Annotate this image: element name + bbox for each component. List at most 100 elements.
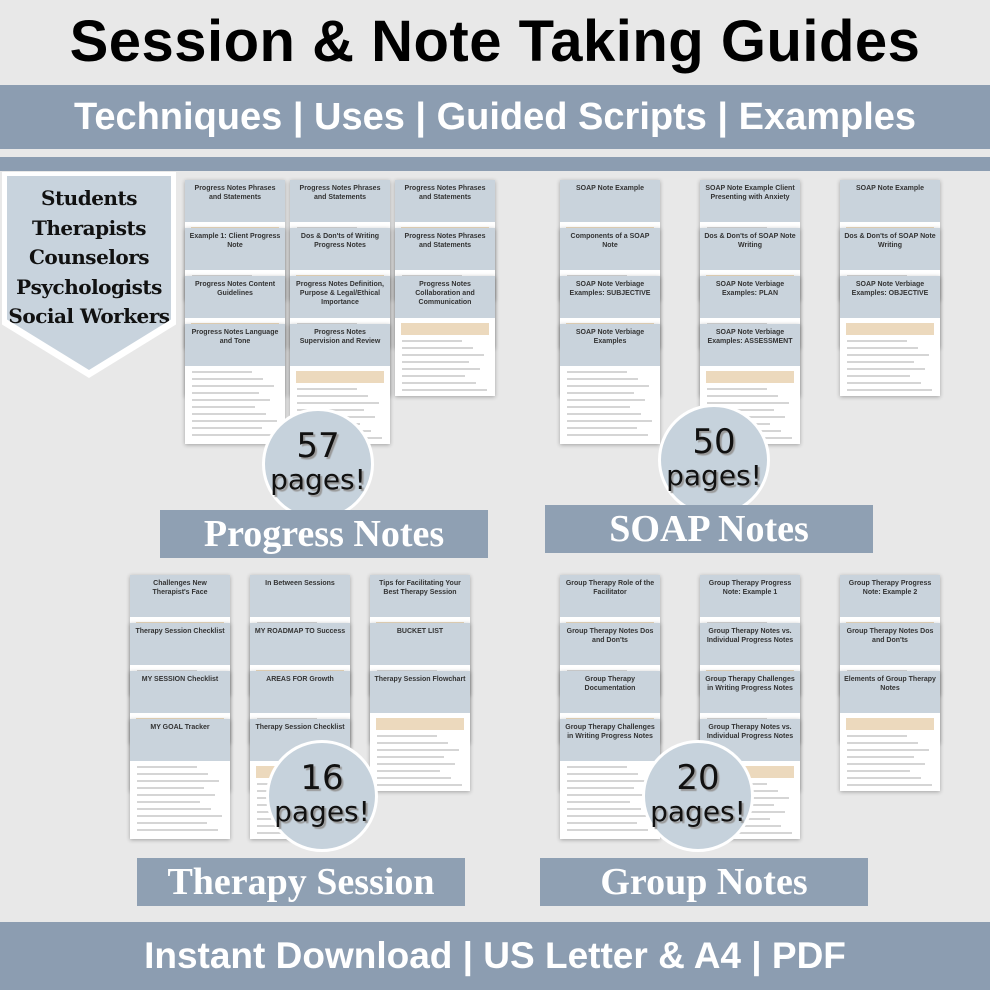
text-line	[847, 763, 925, 765]
page-thumbnail-title: SOAP Note Verbiage Examples: PLAN	[700, 276, 800, 318]
text-line	[847, 361, 914, 363]
text-line	[297, 395, 368, 397]
page-thumbnail-title: Example 1: Client Progress Note	[185, 228, 285, 270]
text-line	[567, 773, 638, 775]
text-line	[402, 389, 487, 391]
divider	[0, 157, 990, 171]
text-line	[567, 787, 634, 789]
text-line	[137, 780, 219, 782]
text-line	[847, 389, 932, 391]
page-thumbnail-title: SOAP Note Example	[840, 180, 940, 222]
text-line	[192, 434, 273, 436]
page-thumbnail-title: SOAP Note Verbiage Examples: OBJECTIVE	[840, 276, 940, 318]
text-line	[402, 340, 462, 342]
text-line	[567, 427, 637, 429]
highlight-box	[296, 371, 384, 383]
text-line	[847, 347, 918, 349]
page-thumbnail-title: MY GOAL Tracker	[130, 719, 230, 761]
page-thumbnail-title: AREAS FOR Growth	[250, 671, 350, 713]
page-thumbnail-title: Dos & Don'ts of SOAP Note Writing	[840, 228, 940, 270]
text-line	[297, 388, 357, 390]
text-line	[402, 361, 469, 363]
page-thumbnail: Progress Notes Language and Tone	[185, 324, 285, 444]
text-line	[402, 354, 484, 356]
text-line	[192, 399, 270, 401]
text-line	[192, 406, 255, 408]
page-thumbnail-title: Elements of Group Therapy Notes	[840, 671, 940, 713]
section-label-group-notes: Group Notes	[540, 858, 868, 906]
text-line	[377, 770, 440, 772]
text-line	[567, 434, 648, 436]
text-line	[847, 354, 929, 356]
page-thumbnail-title: In Between Sessions	[250, 575, 350, 617]
text-line	[567, 371, 627, 373]
page-thumbnail-title: Progress Notes Phrases and Statements	[395, 228, 495, 270]
page-thumbnail-title: Therapy Session Flowchart	[370, 671, 470, 713]
page-thumbnail-title: Progress Notes Language and Tone	[185, 324, 285, 366]
text-line	[137, 822, 207, 824]
audience-item: Therapists	[32, 215, 146, 240]
text-line	[847, 382, 921, 384]
page-thumbnail-title: SOAP Note Verbiage Examples	[560, 324, 660, 366]
page-thumbnail-title: Dos & Don'ts of Writing Progress Notes	[290, 228, 390, 270]
section-label-progress-notes: Progress Notes	[160, 510, 488, 558]
count-suffix: pages!	[274, 795, 370, 828]
text-line	[847, 340, 907, 342]
page-thumbnail-title: SOAP Note Example Client Presenting with…	[700, 180, 800, 222]
text-line	[377, 763, 455, 765]
text-line	[567, 399, 645, 401]
text-line	[137, 808, 211, 810]
audience-item: Counselors	[28, 245, 150, 269]
page-thumbnail-title: Group Therapy Progress Note: Example 1	[700, 575, 800, 617]
text-line	[137, 766, 197, 768]
text-line	[192, 420, 277, 422]
page-thumbnail: Progress Notes Collaboration and Communi…	[395, 276, 495, 396]
page-thumbnail-title: Group Therapy Progress Note: Example 2	[840, 575, 940, 617]
page-thumbnail-title: Dos & Don'ts of SOAP Note Writing	[700, 228, 800, 270]
text-line	[192, 427, 262, 429]
page-thumbnail-title: Group Therapy Challenges in Writing Prog…	[700, 671, 800, 713]
count-suffix: pages!	[666, 459, 762, 492]
text-line	[567, 808, 641, 810]
page-thumbnail-title: BUCKET LIST	[370, 623, 470, 665]
page-thumbnail-title: Challenges New Therapist's Face	[130, 575, 230, 617]
page-thumbnail-title: MY ROADMAP TO Success	[250, 623, 350, 665]
text-line	[847, 756, 914, 758]
count-suffix: pages!	[270, 463, 366, 496]
page-thumbnail-title: MY SESSION Checklist	[130, 671, 230, 713]
count: 16	[300, 758, 344, 798]
text-line	[402, 375, 465, 377]
text-line	[377, 784, 462, 786]
text-line	[567, 780, 649, 782]
text-line	[567, 392, 634, 394]
page-thumbnail-title: Group Therapy Challenges in Writing Prog…	[560, 719, 660, 761]
text-line	[707, 832, 792, 834]
page-thumbnail: MY GOAL Tracker	[130, 719, 230, 839]
text-line	[137, 773, 208, 775]
page-thumbnail: Elements of Group Therapy Notes	[840, 671, 940, 791]
text-line	[137, 787, 204, 789]
text-line	[847, 735, 907, 737]
highlight-box	[846, 323, 934, 335]
text-line	[192, 385, 274, 387]
page-thumbnail-title: SOAP Note Verbiage Examples: SUBJECTIVE	[560, 276, 660, 318]
page-thumbnail-title: Group Therapy Documentation	[560, 671, 660, 713]
text-line	[567, 829, 648, 831]
text-line	[192, 371, 252, 373]
text-line	[137, 801, 200, 803]
audience-item: Students	[41, 186, 137, 210]
page-thumbnail-title: Components of a SOAP Note	[560, 228, 660, 270]
text-line	[847, 777, 921, 779]
text-line	[377, 749, 459, 751]
text-line	[567, 815, 652, 817]
text-line	[567, 406, 630, 408]
text-line	[567, 420, 652, 422]
text-line	[297, 402, 379, 404]
page-thumbnail-title: Progress Notes Collaboration and Communi…	[395, 276, 495, 318]
text-line	[402, 347, 473, 349]
text-line	[567, 378, 638, 380]
page-thumbnail-title: Group Therapy Notes vs. Individual Progr…	[700, 623, 800, 665]
